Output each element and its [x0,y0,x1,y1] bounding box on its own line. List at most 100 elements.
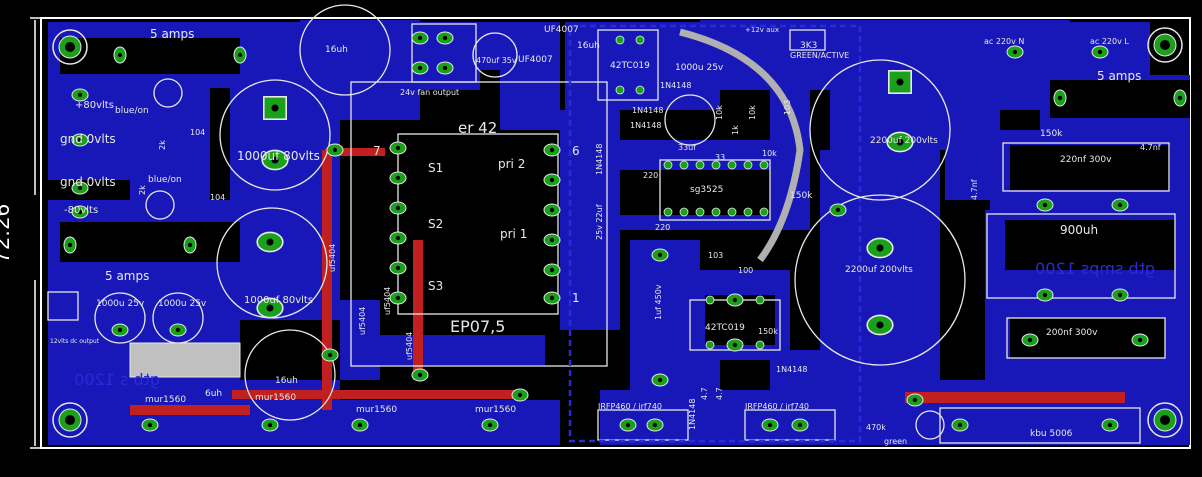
label-uf5404-2: uf5404 [383,287,392,315]
label-pin6: 6 [572,144,580,158]
label-bridge: kbu 5006 [1030,429,1073,439]
label-uf5404-4: uf5404 [328,244,337,272]
label-mur3: mur1560 [356,405,397,415]
transformer-outline [350,81,608,367]
label-c47nf-2: 4.7nf [970,179,979,200]
cap-1000uf-top [219,79,331,191]
label-cap200nf: 200nf 300v [1046,328,1098,338]
label-s1: S1 [428,161,443,175]
label-1n4148-1: 1N4148 [660,81,691,90]
label-cap1uf: 1uf 450v [654,284,663,320]
label-1000u25-2: 1000u 25v [158,299,207,309]
label-cap2200-1: 2200uf 200vlts [870,136,938,146]
er42-core [397,133,559,315]
label-r150k-2: 150k [1040,129,1063,139]
label-1n4148-2: 1N4148 [632,106,663,115]
label-cap220nf: 220nf 300v [1060,155,1112,165]
label-cap104-2: 104 [210,193,225,202]
label-irfp1: IRFP460 / irf740 [598,402,662,411]
label-sg3525: sg3525 [690,185,723,195]
label-5amps-top: 5 amps [150,27,194,41]
label-16uh-top: 16uh [325,45,348,55]
label-tc019-bottom: 42TC019 [705,323,745,333]
label-uf4007-2: UF4007 [518,55,553,65]
label-cap104-1: 104 [190,128,205,137]
label-1n4148-6: 1N4148 [688,399,697,430]
label-er42: er 42 [458,119,497,137]
label-pin7: 7 [373,144,381,158]
label-mur1: mur1560 [145,395,186,405]
label-vdc12: +12v aux [745,26,779,34]
label-pin1: 1 [572,291,580,305]
label-l900: 900uh [1060,223,1098,237]
label-plus80: +80vlts [75,100,114,111]
label-r100: 100 [738,266,753,275]
label-ep07: EP07,5 [450,317,505,336]
label-r47-2: 4.7 [715,387,724,400]
label-gnd2: gnd 0vlts [60,175,116,189]
cap-2200uf-top [809,59,951,201]
label-r1k: 1k [731,125,740,135]
label-ac-l: ac 220v L [1090,37,1129,46]
label-s3: S3 [428,279,443,293]
label-r10k-1: 10k [715,105,724,120]
label-gtb-left: gtb s 1200 [74,370,160,389]
label-c47nf-1: 4.7nf [1140,143,1161,152]
label-uf5404-1: uf5404 [358,307,367,335]
label-green: green [884,437,907,446]
label-r47-1: 4.7 [700,387,709,400]
label-r150k-3: 150k [758,327,778,336]
label-green-active: GREEN/ACTIVE [790,51,849,60]
label-r3k3: 3K3 [800,41,817,51]
label-blue-on-1: blue/on [115,106,149,116]
label-1n4148-5: 1N4148 [595,144,604,175]
label-s2: S2 [428,217,443,231]
label-mur4: mur1560 [475,405,516,415]
mounting-hole-tr [1147,27,1183,63]
label-pri2: pri 2 [498,157,525,171]
label-r220-2: 220 [655,223,670,232]
label-gnd1: gnd 0vlts [60,132,116,146]
label-irfp2: IRFP460 / irf740 [745,402,809,411]
label-tc019-top: 42TC019 [610,61,650,71]
label-5amps-left: 5 amps [105,269,149,283]
label-1n4148-4: 1N4148 [776,365,807,374]
label-r2k-2: 2k [138,185,147,195]
label-r33: 33 [715,153,725,162]
label-minus80: -80vlts [64,205,98,216]
label-r103: 103 [783,100,792,115]
label-r10k-3: 10k [762,149,777,158]
label-cap25v: 25v 22uf [595,204,604,240]
cap-2200uf-bottom [794,194,966,366]
label-cap1000-2: 1000uf 80vlts [244,295,313,306]
label-6uh: 6uh [205,389,222,399]
label-uf4007-1: UF4007 [544,25,579,35]
label-1n4148-3: 1N4148 [630,121,661,130]
label-uf5404-3: uf5404 [405,332,414,360]
label-blue-on-2: blue/on [148,175,182,185]
label-cap470: 470uf 35v [476,56,517,65]
label-fan: 24v fan output [400,88,459,97]
label-r10k-2: 10k [748,105,757,120]
label-cap33uf: 33uf [678,143,696,152]
label-dc12: 12vlts dc output [50,338,100,345]
label-cap1000-1: 1000uf 80vlts [237,149,320,163]
label-mur2: mur1560 [255,393,296,403]
label-5amps-right: 5 amps [1097,69,1141,83]
label-gtb-right: gtb smps 1200 [1035,259,1155,278]
label-r220-1: 220 [643,171,658,180]
label-r103b: 103 [708,251,723,260]
label-pri1: pri 1 [500,227,527,241]
label-r150k-1: 150k [790,191,813,201]
label-r2k-1: 2k [158,140,167,150]
label-cap1000u25: 1000u 25v [675,63,724,73]
label-16uh-mid: 16uh [275,376,298,386]
inductor-16uh-top [299,4,391,96]
label-ac-n: ac 220v N [984,37,1024,46]
label-1000u25-1: 1000u 25v [96,299,145,309]
inductor-16uh-bottom [244,329,336,421]
label-16uh-bottom: 16uh [577,41,600,51]
label-r470k: 470k [866,423,886,432]
top-copper [130,148,1125,415]
